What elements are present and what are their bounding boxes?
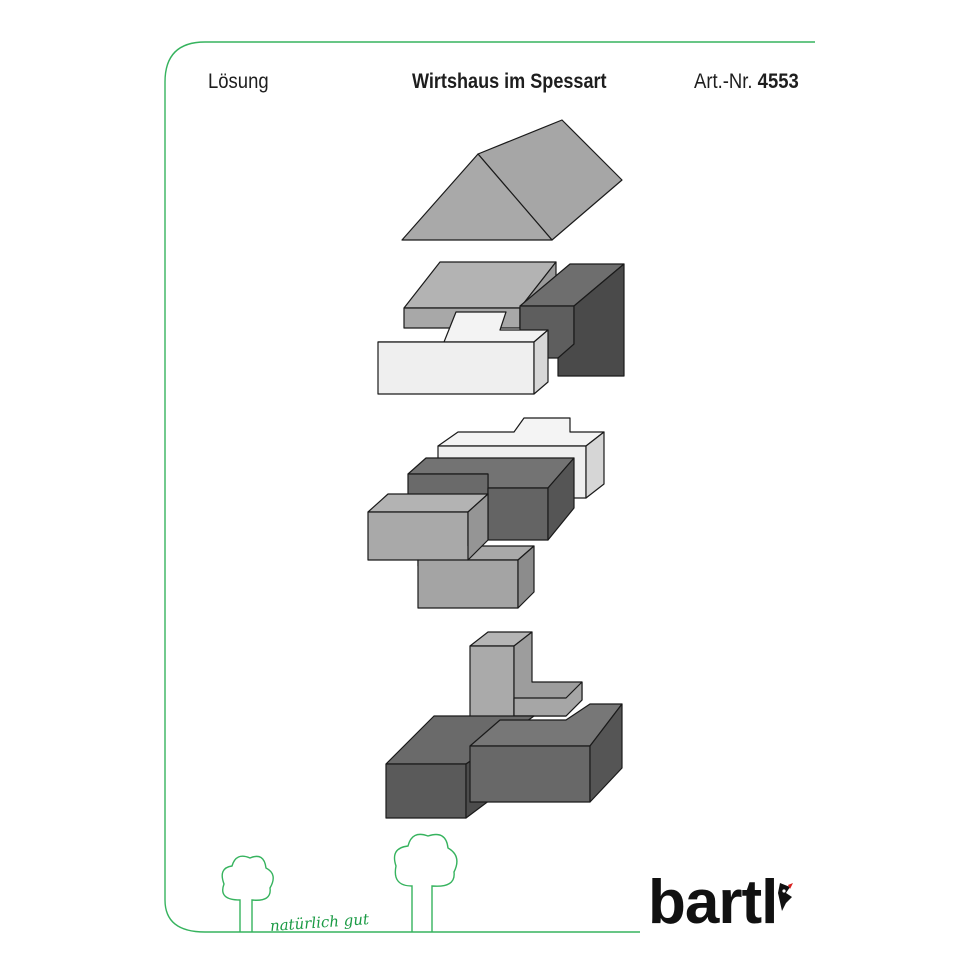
piece-l3-mid (367, 493, 535, 609)
piece-l2-light (377, 311, 549, 395)
tree-icon (393, 833, 458, 932)
piece-l4-dark-right (469, 703, 623, 803)
article-prefix: Art.-Nr. (694, 70, 758, 93)
article-number: Art.-Nr. 4553 (694, 70, 799, 94)
layer-4 (385, 631, 623, 819)
frame-line (164, 41, 815, 933)
piece-l4-mid (469, 631, 583, 721)
page-title: Wirtshaus im Spessart (412, 70, 607, 93)
woodpecker-icon (778, 883, 793, 911)
brand-logo: bartl (648, 868, 778, 937)
roof-front-face (401, 153, 553, 241)
roof-piece (401, 119, 623, 241)
layer-2 (377, 261, 625, 395)
solution-label: Lösung (208, 70, 269, 93)
article-number-value: 4553 (757, 70, 799, 93)
tree-icon (221, 855, 274, 932)
layer-3 (367, 417, 605, 609)
